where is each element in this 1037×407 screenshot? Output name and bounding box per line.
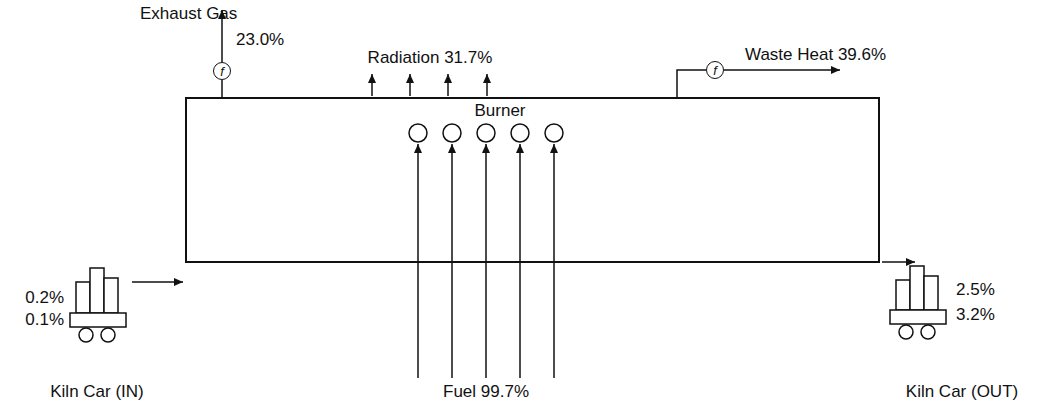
kiln-car-label: Kiln Car (OUT): [906, 382, 1018, 402]
percent-value: 0.1%: [25, 310, 64, 330]
fan-symbol: f: [220, 65, 224, 78]
duct-line: [677, 70, 706, 97]
waste-heat-arrow: [724, 69, 840, 71]
duct-line: [221, 80, 223, 97]
car-in-arrow: [132, 281, 183, 283]
burner-label: Burner: [474, 101, 525, 121]
fuel-arrows: [418, 144, 554, 378]
kiln-body: Burner: [185, 97, 880, 263]
car-out-arrow: [882, 261, 915, 263]
exhaust-fan: f: [213, 62, 231, 80]
waste-heat-fan: f: [706, 61, 724, 79]
percent-value: 3.2%: [956, 305, 995, 325]
exhaust-label: Exhaust Gas: [140, 4, 237, 24]
burner-symbols: [409, 124, 563, 142]
kiln-car-in: [70, 268, 126, 342]
kiln-car-out: [890, 266, 946, 339]
percent-value: 0.2%: [25, 288, 64, 308]
fan-symbol: f: [713, 64, 717, 77]
fuel-label: Fuel 99.7%: [443, 382, 529, 402]
waste-heat-label: Waste Heat 39.6%: [745, 45, 886, 65]
percent-value: 23.0%: [236, 30, 284, 50]
radiation-arrows: [372, 74, 487, 96]
radiation-label: Radiation 31.7%: [368, 48, 493, 68]
kiln-car-label: Kiln Car (IN): [50, 382, 144, 402]
percent-value: 2.5%: [956, 280, 995, 300]
